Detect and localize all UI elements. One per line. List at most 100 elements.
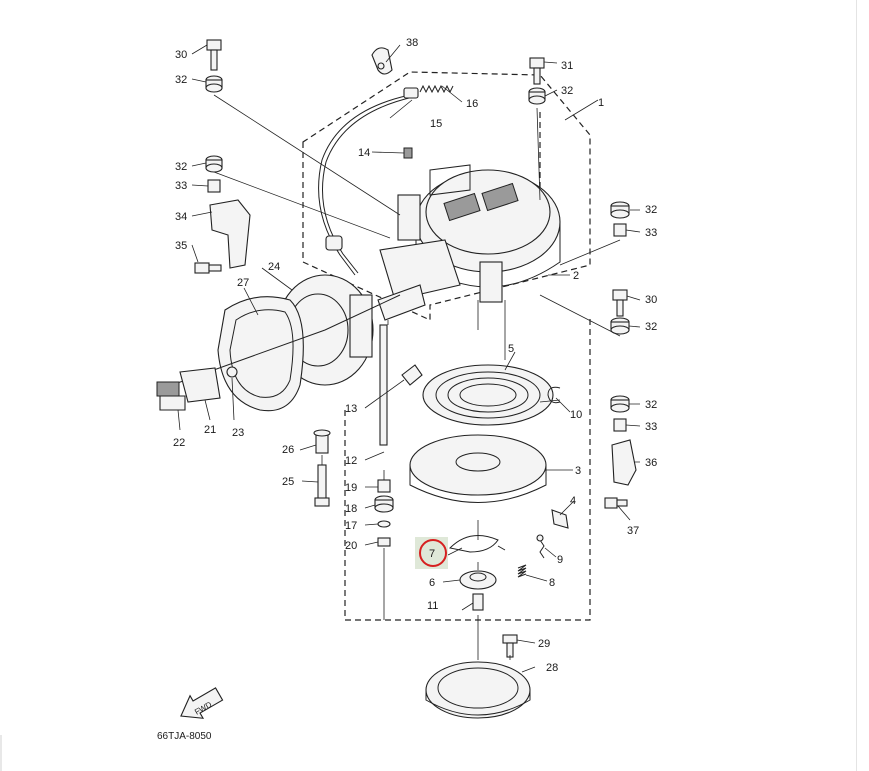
callout-labels: 30 32 32 33 34 35 24 27 38 16 15 14 31 3…: [173, 37, 657, 674]
callout-22[interactable]: 22: [173, 437, 185, 449]
pawl-spring-9: [536, 534, 545, 559]
collar-33-right-2: [613, 418, 627, 432]
bolt-11: [472, 593, 484, 611]
cover-28: [425, 661, 531, 719]
collar-33-left: [207, 179, 221, 193]
cam-38: [371, 47, 393, 75]
diagram-code: 66TJA-8050: [157, 731, 212, 742]
callout-37[interactable]: 37: [627, 525, 639, 537]
callout-36[interactable]: 36: [645, 457, 657, 469]
callout-10[interactable]: 10: [570, 409, 582, 421]
guide-lines: [213, 94, 621, 660]
callout-33[interactable]: 33: [645, 227, 657, 239]
bracket-13: [401, 364, 423, 386]
spring-8: [517, 564, 527, 578]
callout-32[interactable]: 32: [645, 321, 657, 333]
spiral-spring-5: [422, 364, 554, 426]
callout-32[interactable]: 32: [645, 399, 657, 411]
bolt-35: [194, 262, 222, 274]
callout-33[interactable]: 33: [645, 421, 657, 433]
callout-30[interactable]: 30: [645, 294, 657, 306]
callout-5[interactable]: 5: [508, 343, 514, 355]
spring-16: [419, 84, 454, 94]
callout-25[interactable]: 25: [282, 476, 294, 488]
callout-34[interactable]: 34: [175, 211, 187, 223]
forward-arrow-icon: FWD: [180, 687, 224, 719]
bracket-34: [209, 199, 251, 269]
page-edge-mark: [0, 735, 2, 771]
nut-20: [377, 537, 391, 547]
callout-17[interactable]: 17: [345, 520, 357, 532]
bolt-30-right: [612, 289, 628, 317]
callout-15[interactable]: 15: [430, 118, 442, 130]
callout-1[interactable]: 1: [598, 97, 604, 109]
callout-23[interactable]: 23: [232, 427, 244, 439]
callout-32[interactable]: 32: [645, 204, 657, 216]
handle-21: [179, 367, 221, 403]
clip-14: [403, 147, 413, 159]
starter-cable: [318, 87, 419, 276]
callout-30[interactable]: 30: [175, 49, 187, 61]
handle-grip-27: [217, 296, 304, 412]
grommet-18: [374, 495, 394, 513]
bolt-12: [379, 324, 388, 446]
callout-6[interactable]: 6: [429, 577, 435, 589]
rope-line: [171, 294, 401, 386]
collar-26: [313, 429, 331, 454]
highlight-circle[interactable]: [419, 539, 447, 567]
callout-35[interactable]: 35: [175, 240, 187, 252]
assembly-boundary-upper: [302, 71, 591, 321]
callout-32[interactable]: 32: [175, 74, 187, 86]
callout-24[interactable]: 24: [268, 261, 280, 273]
callout-26[interactable]: 26: [282, 444, 294, 456]
callout-3[interactable]: 3: [575, 465, 581, 477]
insert-22: [156, 381, 186, 411]
callout-38[interactable]: 38: [406, 37, 418, 49]
callout-4[interactable]: 4: [570, 495, 576, 507]
knot-23: [226, 366, 238, 378]
callout-33[interactable]: 33: [175, 180, 187, 192]
collar-33-right-1: [613, 223, 627, 237]
callout-32[interactable]: 32: [175, 161, 187, 173]
callout-28[interactable]: 28: [546, 662, 558, 674]
callout-19[interactable]: 19: [345, 482, 357, 494]
callout-2[interactable]: 2: [573, 270, 579, 282]
washer-17: [377, 520, 391, 528]
screw-29: [502, 634, 518, 658]
callout-16[interactable]: 16: [466, 98, 478, 110]
assembly-boundary-lower: [344, 315, 591, 621]
grommet-32-top-left: [205, 75, 223, 93]
callout-8[interactable]: 8: [549, 577, 555, 589]
callout-29[interactable]: 29: [538, 638, 550, 650]
callout-18[interactable]: 18: [345, 503, 357, 515]
callout-21[interactable]: 21: [204, 424, 216, 436]
plate-6: [459, 570, 497, 590]
bracket-36: [611, 439, 637, 486]
grommet-32-left: [205, 155, 223, 173]
spring-10: [547, 386, 561, 404]
grommet-32-right-3: [610, 395, 630, 413]
callout-7[interactable]: 7: [429, 548, 435, 560]
callout-11[interactable]: 11: [427, 600, 438, 612]
bolt-25: [314, 464, 330, 507]
screw-37: [604, 497, 628, 509]
bolt-30-top: [206, 39, 222, 71]
callout-9[interactable]: 9: [557, 554, 563, 566]
sheave-3: [409, 434, 547, 503]
callout-20[interactable]: 20: [345, 540, 357, 552]
callout-12[interactable]: 12: [345, 455, 357, 467]
callout-13[interactable]: 13: [345, 403, 357, 415]
leader-lines: [177, 44, 641, 673]
page-edge-line: [856, 0, 857, 771]
callout-27[interactable]: 27: [237, 277, 249, 289]
bolt-31: [529, 57, 545, 85]
grommet-32-right-2: [610, 317, 630, 335]
callout-14[interactable]: 14: [358, 147, 370, 159]
pawl-4: [551, 509, 569, 529]
grommet-32-top-right: [528, 87, 546, 105]
callout-32[interactable]: 32: [561, 85, 573, 97]
clip-7: [448, 535, 506, 553]
callout-31[interactable]: 31: [561, 60, 573, 72]
starter-housing: [377, 164, 561, 321]
